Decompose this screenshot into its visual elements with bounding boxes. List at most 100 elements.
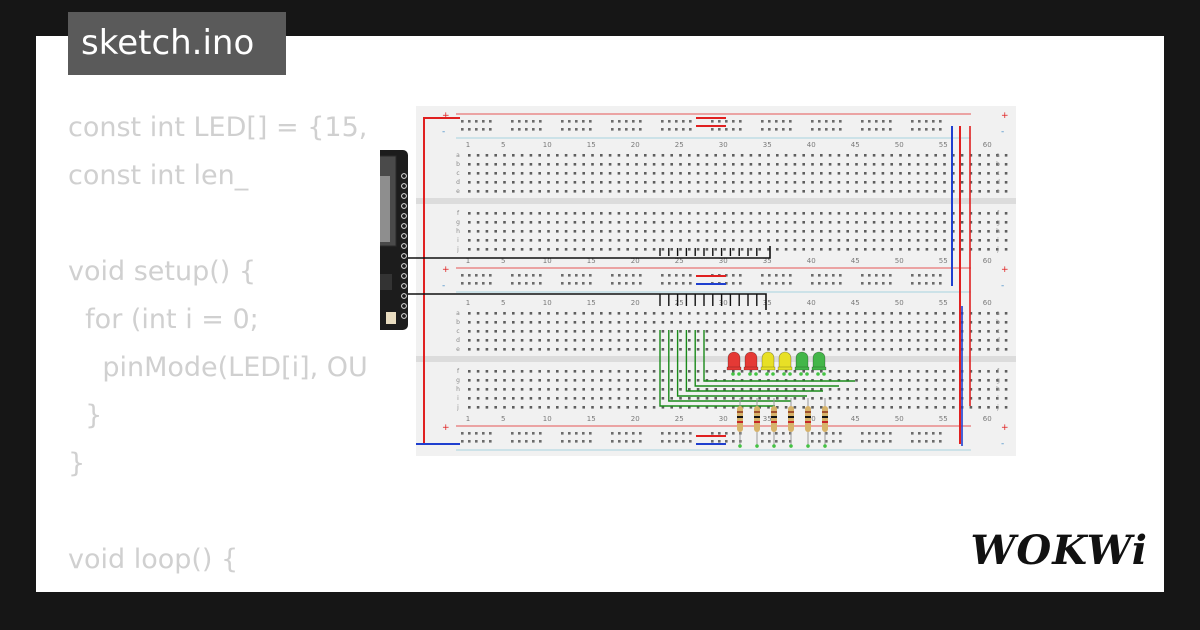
strip-hole [864,406,867,409]
led-rim [743,366,759,371]
rail-hole [568,120,571,123]
column-number: 50 [895,415,904,423]
rail-hole [632,120,635,123]
strip-hole [793,181,797,184]
strip-hole [881,212,885,215]
strip-hole [908,221,911,224]
strip-hole [652,221,656,224]
strip-hole [476,379,480,382]
strip-hole [485,312,489,315]
led-2 [743,351,759,376]
strip-hole [696,370,700,373]
strip-hole [494,248,497,251]
strip-hole [600,230,603,233]
strip-hole [872,339,876,342]
strip-hole [608,348,612,351]
strip-hole [661,248,665,251]
strip-hole [881,397,885,400]
strip-hole [494,172,497,175]
strip-hole [802,321,805,324]
strip-hole [776,388,779,391]
strip-hole [644,339,647,342]
file-tab[interactable]: sketch.ino [68,12,286,75]
led-1 [726,351,742,376]
strip-hole [864,348,867,351]
code-editor[interactable]: const int LED[] = {15,const int len_void… [68,104,529,592]
strip-hole [652,154,656,157]
strip-hole [758,239,761,242]
strip-hole [899,321,902,324]
strip-hole [1004,221,1008,224]
strip-hole [767,321,770,324]
strip-hole [723,154,726,157]
row-letter: e [996,346,1000,353]
strip-hole [688,163,691,166]
strip-hole [899,163,902,166]
strip-hole [899,370,902,373]
strip-hole [573,172,577,175]
rail-hole [525,274,528,277]
strip-hole [520,239,524,242]
column-number: 45 [851,141,860,149]
strip-hole [890,379,893,382]
strip-hole [600,397,603,400]
strip-hole [855,348,858,351]
strip-hole [925,379,929,382]
strip-hole [802,172,805,175]
strip-hole [802,239,805,242]
strip-hole [996,406,999,409]
rail-hole [832,120,835,123]
strip-hole [564,181,568,184]
strip-hole [661,370,665,373]
strip-hole [767,221,770,224]
strip-hole [908,239,911,242]
strip-hole [661,312,665,315]
strip-hole [503,397,506,400]
strip-hole [987,388,990,391]
code-line: const int len_ [68,160,249,191]
strip-hole [688,312,691,315]
row-letter: i [457,395,459,402]
strip-hole [688,321,691,324]
strip-hole [705,312,709,315]
resistor-band [754,421,760,423]
rail-hole [525,282,528,285]
strip-hole [1004,312,1008,315]
strip-hole [978,212,981,215]
column-number: 30 [719,415,728,423]
strip-hole [943,248,946,251]
led-body [778,351,792,369]
rail-hole [511,432,514,435]
strip-hole [714,330,717,333]
strip-hole [872,321,876,324]
resistor-pin [738,444,742,448]
column-number: 35 [763,141,772,149]
strip-hole [556,379,559,382]
rail-hole [889,128,892,131]
strip-hole [846,248,849,251]
strip-hole [732,172,735,175]
strip-hole [925,406,929,409]
strip-hole [626,321,629,324]
strip-hole [608,388,612,391]
strip-hole [723,212,726,215]
strip-hole [608,181,612,184]
strip-hole [943,154,946,157]
strip-hole [617,181,621,184]
rail-hole [739,282,742,285]
strip-hole [828,330,832,333]
strip-hole [529,221,533,224]
column-number: 55 [939,299,948,307]
strip-hole [899,190,902,193]
strip-hole [476,348,480,351]
column-number: 50 [895,299,904,307]
rail-hole [868,120,871,123]
rail-hole [818,432,821,435]
rail-hole [539,440,542,443]
strip-hole [503,388,506,391]
led-body [795,351,809,369]
strip-hole [934,388,937,391]
strip-hole [749,330,753,333]
strip-hole [520,190,524,193]
